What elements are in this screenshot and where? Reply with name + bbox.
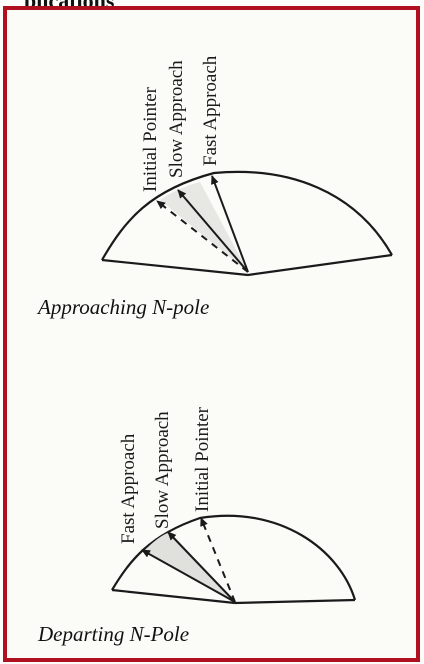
initial-pointer-arrow-bottom [200,517,236,603]
shaded-sector-bottom [145,532,235,602]
diagram-departing: Fast Approach Slow Approach Initial Poin… [111,406,357,605]
slow-approach-arrow-top [177,189,249,273]
caption-approaching: Approaching N-pole [38,295,210,319]
diagram-approaching: Initial Pointer Slow Approach Fast Appro… [101,55,393,277]
dial-arc-top [101,170,393,261]
caption-departing: Departing N-Pole [38,622,190,646]
dial-base-right-bottom [234,598,356,605]
fast-approach-arrow-top [211,175,249,273]
fast-approach-arrow-bottom [141,549,236,603]
dial-arc-bottom [111,514,357,601]
dial-base-left-bottom [111,588,236,605]
label-slow-approach-top: Slow Approach [166,60,187,178]
shaded-sector-top [160,182,248,272]
label-initial-pointer-top: Initial Pointer [140,86,161,192]
label-fast-approach-top: Fast Approach [200,55,221,166]
dial-base-left-top [101,258,249,277]
label-initial-pointer-bottom: Initial Pointer [192,406,213,512]
initial-pointer-arrow-top [156,200,249,273]
figure-frame [3,6,420,662]
label-slow-approach-bottom: Slow Approach [152,411,173,529]
label-fast-approach-bottom: Fast Approach [118,433,139,544]
slow-approach-arrow-bottom [167,531,236,603]
dial-base-right-top [247,253,393,277]
